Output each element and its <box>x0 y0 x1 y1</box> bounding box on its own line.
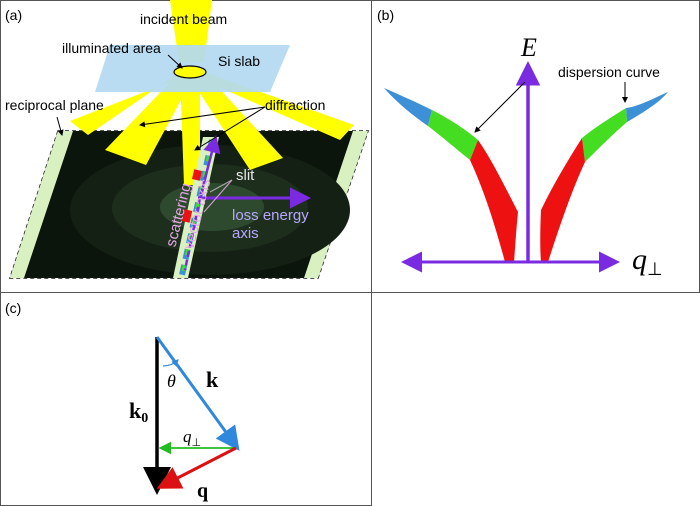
panel-c-tag: (c) <box>5 300 21 316</box>
label-q: q <box>197 480 208 502</box>
label-si-slab: Si slab <box>218 53 260 69</box>
dispersion-branch-right <box>540 92 668 262</box>
panel-c: (c) k0 θ k q⊥ q <box>5 300 240 502</box>
pointer-diffraction-right <box>194 106 266 151</box>
branch-right-green <box>582 108 627 162</box>
k-vector <box>155 336 240 451</box>
c-q-perp-main: q <box>183 427 192 446</box>
pointer-slit-2 <box>203 179 233 213</box>
label-q-perp-axis: q⊥ <box>632 243 663 279</box>
label-reciprocal-plane: reciprocal plane <box>5 97 104 113</box>
label-diffraction: diffraction <box>265 97 325 113</box>
label-illuminated-area: illuminated area <box>62 40 161 56</box>
label-energy-axis: E <box>520 33 537 62</box>
label-theta: θ <box>167 371 176 391</box>
theta-arc <box>162 359 179 367</box>
scattering-vector-axis-line <box>183 197 202 271</box>
panel-a: (a) incident beam illuminated area Si sl… <box>5 0 370 279</box>
pointer-diffraction-left <box>139 106 266 128</box>
branch-right-blue <box>626 92 668 122</box>
q-perp-subscript: ⊥ <box>647 259 663 279</box>
q-perp-main: q <box>632 243 647 276</box>
plane-edge-strip-left <box>10 131 73 278</box>
k0-main: k <box>129 398 142 423</box>
branch-left-red <box>470 140 518 262</box>
branch-left-blue <box>384 88 432 126</box>
branch-right-red <box>540 138 585 262</box>
panel-a-tag: (a) <box>5 7 22 23</box>
k0-subscript: 0 <box>141 411 148 426</box>
pointer-dispersion-left <box>474 81 526 133</box>
label-loss-energy-axis: axis <box>232 225 259 242</box>
pointer-slit <box>209 179 233 193</box>
label-q-perp: q⊥ <box>183 427 201 449</box>
c-q-perp-subscript: ⊥ <box>192 437 202 449</box>
diffraction-beams <box>70 72 354 185</box>
label-slit: slit <box>236 167 255 184</box>
pointer-reciprocal-plane <box>56 116 64 136</box>
label-k: k <box>206 367 219 392</box>
label-incident-beam: incident beam <box>140 11 227 27</box>
branch-left-green <box>428 110 478 160</box>
panel-b: (b) E dispersion curve q⊥ <box>377 7 668 279</box>
illuminated-area <box>173 65 207 79</box>
dispersion-branch-left <box>384 88 518 262</box>
panel-b-tag: (b) <box>377 7 394 23</box>
label-k0: k0 <box>129 398 148 426</box>
q-vector <box>156 446 237 489</box>
label-dispersion-curve: dispersion curve <box>558 64 660 80</box>
scattering-vector-axis-arrow <box>198 135 221 199</box>
pointer-illuminated-area <box>167 54 183 69</box>
label-loss-energy: loss energy <box>232 207 309 224</box>
